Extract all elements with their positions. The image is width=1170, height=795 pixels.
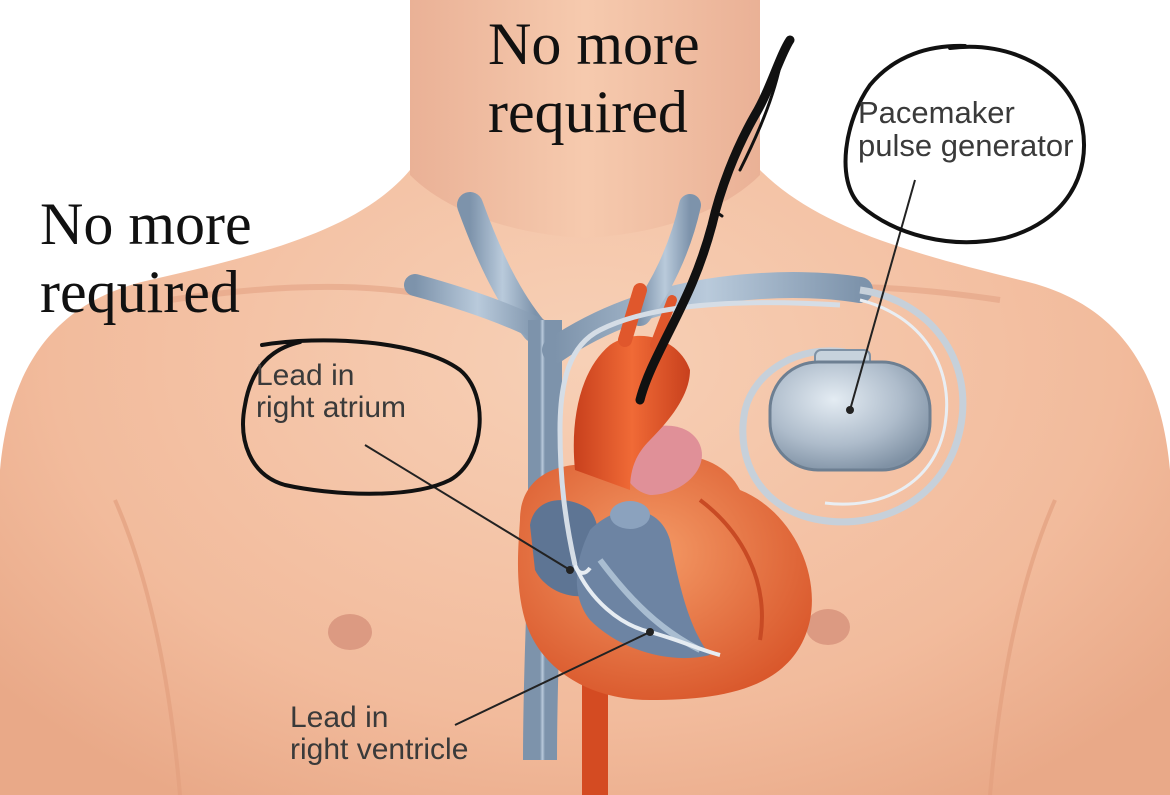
heart-cut-edge bbox=[698, 498, 764, 641]
arm-line-right bbox=[988, 499, 1057, 795]
handwritten-tick bbox=[711, 208, 724, 218]
vein-right-jugular bbox=[629, 194, 701, 326]
pacemaker-pulse-generator bbox=[768, 360, 932, 472]
nipple-left bbox=[328, 614, 372, 650]
lead-atrium-label-line-1: Lead in bbox=[256, 359, 355, 392]
right-ventricle-cutaway bbox=[576, 510, 710, 659]
ventricle-pointer-dot bbox=[646, 628, 654, 636]
pacemaker-lead-bundle bbox=[557, 300, 841, 566]
lead-atrium-label-line-2: right atrium bbox=[256, 391, 407, 425]
annotation-top-line-2: required bbox=[488, 79, 688, 146]
valve bbox=[610, 501, 650, 529]
atrium-pointer-line bbox=[364, 444, 571, 571]
pacemaker-label-line-2: pulse generator bbox=[858, 128, 1074, 164]
pacemaker-pointer-line bbox=[849, 179, 916, 411]
lead-coil bbox=[739, 286, 967, 526]
lead-ventricle-label-line-1: Lead in bbox=[290, 701, 389, 734]
annotation-top-line-1: No more bbox=[488, 11, 700, 77]
atrium-pointer-dot bbox=[566, 566, 574, 574]
annotation-left: No more required bbox=[40, 190, 252, 327]
lead-right-atrium-label: Lead in right atrium bbox=[256, 359, 407, 425]
ventricle-pointer-line bbox=[454, 631, 651, 726]
nipple-right bbox=[806, 609, 850, 645]
annotation-left-line-1: No more bbox=[40, 191, 252, 257]
pacemaker-label-line-1: Pacemaker bbox=[858, 95, 1015, 130]
handwritten-slash-stroke bbox=[635, 35, 795, 405]
neck bbox=[410, 0, 760, 238]
handwritten-circle-atrium bbox=[241, 338, 482, 496]
handwritten-slash-thin bbox=[738, 48, 785, 172]
vein-subclavian-right bbox=[542, 272, 873, 363]
annotation-top: No more required bbox=[488, 10, 700, 147]
pacemaker-pointer-dot bbox=[846, 406, 854, 414]
pacemaker-label: Pacemaker pulse generator bbox=[858, 96, 1073, 163]
annotation-left-line-2: required bbox=[40, 259, 240, 326]
lead-coil-inner bbox=[824, 298, 949, 506]
lead-right-ventricle-label: Lead in right ventricle bbox=[290, 701, 469, 767]
handwritten-circle-pacemaker bbox=[843, 43, 1087, 245]
aortic-arch bbox=[573, 335, 690, 490]
lead-ventricle-label-line-2: right ventricle bbox=[290, 733, 469, 767]
arm-line-left bbox=[113, 499, 182, 795]
